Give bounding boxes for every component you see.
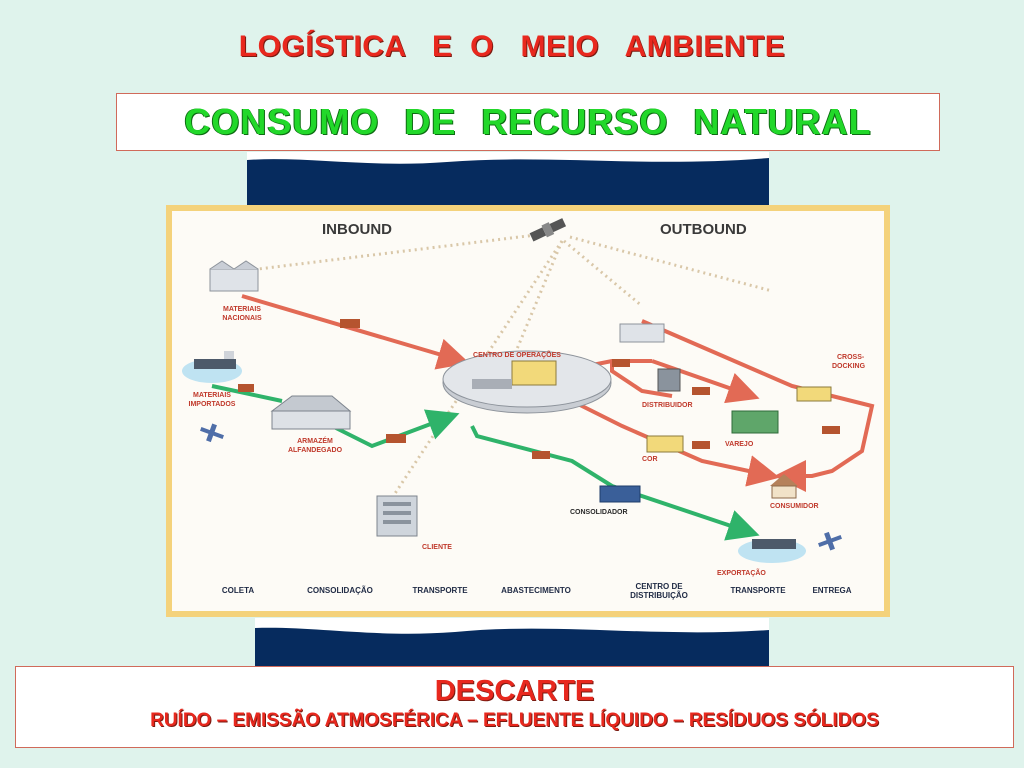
label-armazem-1: ARMAZÉM — [297, 436, 333, 445]
stage-label-4-1: DISTRIBUIÇÃO — [630, 591, 688, 600]
stage-label-2: TRANSPORTE — [412, 586, 468, 595]
factory-nacionais-icon — [209, 260, 259, 292]
stage-label-5: TRANSPORTE — [730, 586, 786, 595]
logistics-diagram: INBOUND OUTBOUND MATERIAIS NACIONAIS MAT… — [166, 205, 890, 617]
label-exportacao: EXPORTAÇÃO — [717, 568, 766, 577]
inbound-label: INBOUND — [322, 221, 392, 238]
stage-label-6: ENTREGA — [812, 586, 851, 595]
truck-icons — [238, 319, 840, 459]
factory-cross-docking-icon — [619, 323, 832, 402]
subtitle-box: CONSUMO DE RECURSO NATURAL — [116, 93, 940, 151]
building-cor-icon — [646, 435, 684, 453]
building-distribuidor-icon — [657, 368, 681, 392]
outbound-label: OUTBOUND — [660, 221, 747, 238]
label-centro-operacoes: CENTRO DE OPERAÇÕES — [473, 350, 561, 359]
stage-label-3: ABASTECIMENTO — [501, 586, 571, 595]
plane-exportacao-icon — [818, 531, 842, 551]
label-materiais-nacionais-2: NACIONAIS — [222, 315, 262, 322]
stage-label-1: CONSOLIDAÇÃO — [307, 586, 373, 595]
label-materiais-nacionais-1: MATERIAIS — [223, 306, 261, 313]
satellite-icon — [529, 218, 567, 242]
label-cross-docking-1: CROSS- — [837, 354, 865, 361]
centro-operacoes-icon — [442, 350, 612, 414]
satellite-links — [241, 231, 773, 502]
navy-band-bottom — [255, 618, 769, 674]
stage-labels: COLETA CONSOLIDAÇÃO TRANSPORTE ABASTECIMENT… — [222, 582, 852, 600]
ship-exportacao-icon — [738, 539, 806, 563]
stage-label-0: COLETA — [222, 586, 255, 595]
descarte-items: RUÍDO – EMISSÃO ATMOSFÉRICA – EFLUENTE L… — [150, 710, 879, 731]
label-consumidor: CONSUMIDOR — [770, 503, 819, 510]
label-materiais-importados-2: IMPORTADOS — [189, 401, 236, 408]
descarte-title: DESCARTE — [434, 675, 595, 707]
ship-importados-icon — [182, 351, 242, 383]
house-consumidor-icon — [770, 474, 798, 499]
plane-importados-icon — [200, 423, 224, 443]
label-cross-docking-2: DOCKING — [832, 363, 866, 370]
label-consolidador: CONSOLIDADOR — [570, 509, 628, 516]
label-distribuidor: DISTRIBUIDOR — [642, 402, 693, 409]
label-cor: COR — [642, 456, 658, 463]
building-consolidador-icon — [599, 485, 641, 503]
subtitle: CONSUMO DE RECURSO NATURAL — [184, 101, 872, 142]
store-varejo-icon — [731, 410, 779, 434]
label-materiais-importados-1: MATERIAIS — [193, 392, 231, 399]
label-armazem-2: ALFANDEGADO — [288, 447, 343, 454]
warehouse-armazem-icon — [270, 395, 352, 430]
navy-band-top — [247, 152, 769, 208]
building-cliente-icon — [376, 495, 418, 537]
label-varejo: VAREJO — [725, 441, 754, 448]
label-cliente: CLIENTE — [422, 544, 452, 551]
descarte-box: DESCARTE RUÍDO – EMISSÃO ATMOSFÉRICA – E… — [15, 666, 1014, 748]
stage-label-4-0: CENTRO DE — [635, 582, 683, 591]
slide-title: LOGÍSTICA E O MEIO AMBIENTE — [238, 30, 786, 63]
